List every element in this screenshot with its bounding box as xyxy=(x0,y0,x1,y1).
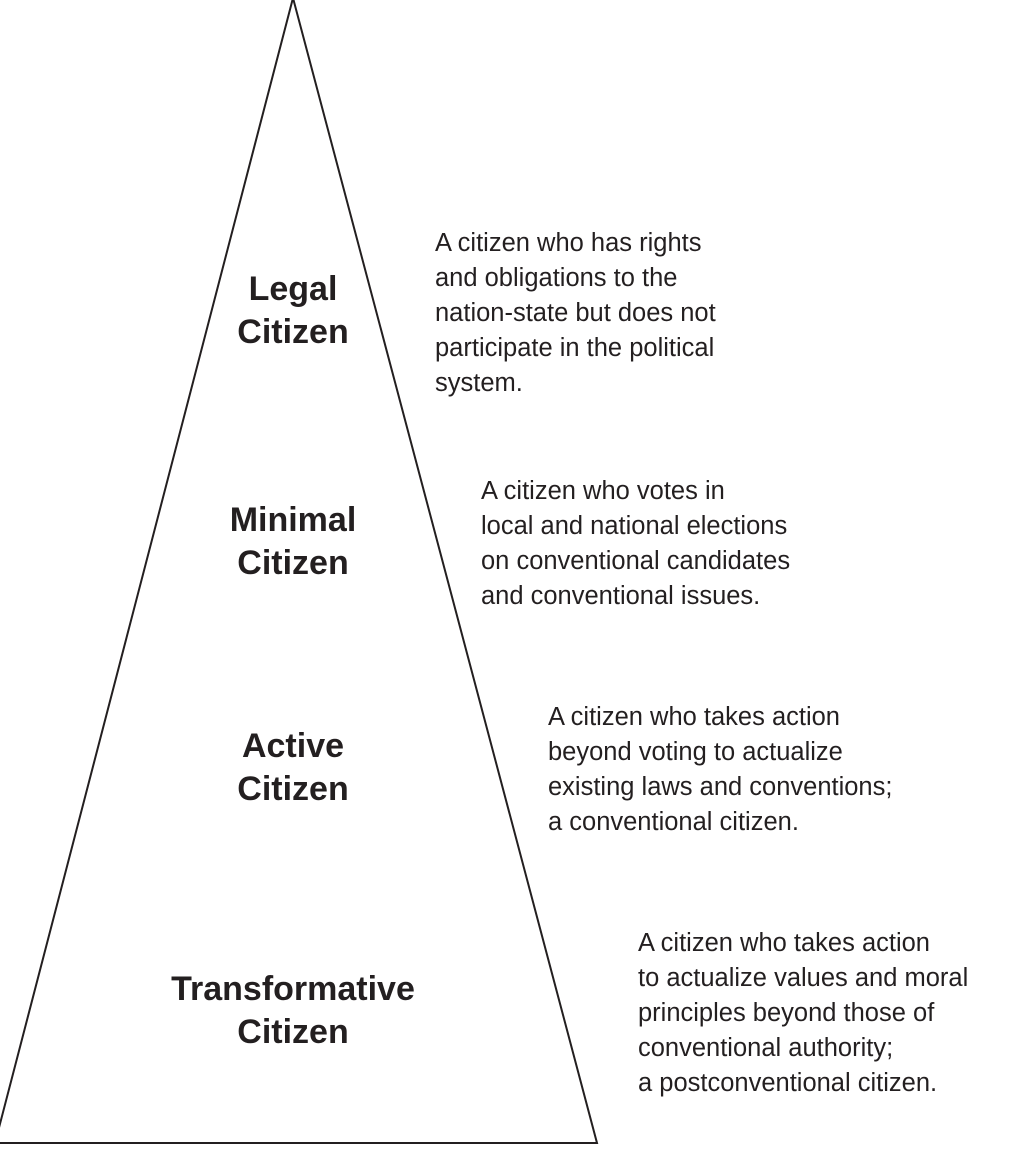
description-transformative-citizen: A citizen who takes action to actualize … xyxy=(638,926,968,1101)
description-line: conventional authority; xyxy=(638,1034,894,1062)
level-name-line: Transformative xyxy=(171,970,415,1008)
description-line: and obligations to the xyxy=(435,264,678,292)
description-line: A citizen who has rights xyxy=(435,229,702,257)
description-legal-citizen: A citizen who has rights and obligations… xyxy=(435,226,716,401)
level-name-line: Citizen xyxy=(237,313,349,351)
description-line: local and national elections xyxy=(481,512,788,540)
description-line: participate in the political xyxy=(435,334,715,362)
description-line: A citizen who takes action xyxy=(638,929,930,957)
description-line: nation-state but does not xyxy=(435,299,716,327)
description-line: principles beyond those of xyxy=(638,999,935,1027)
description-line: existing laws and conventions; xyxy=(548,773,893,801)
description-line: A citizen who takes action xyxy=(548,703,840,731)
level-name-line: Citizen xyxy=(237,1013,349,1051)
level-name-line: Active xyxy=(241,727,345,765)
level-label-active-citizen: Active Citizen xyxy=(143,725,443,811)
level-name-line: Minimal xyxy=(229,501,357,539)
description-line: a postconventional citizen. xyxy=(638,1069,938,1097)
description-line: a conventional citizen. xyxy=(548,808,799,836)
description-line: beyond voting to actualize xyxy=(548,738,843,766)
level-name-line: Legal xyxy=(248,270,338,308)
level-label-minimal-citizen: Minimal Citizen xyxy=(143,499,443,585)
description-line: to actualize values and moral xyxy=(638,964,969,992)
level-name-line: Citizen xyxy=(237,770,349,808)
description-line: and conventional issues. xyxy=(481,582,761,610)
level-name-line: Citizen xyxy=(237,544,349,582)
description-line: system. xyxy=(435,369,523,397)
description-minimal-citizen: A citizen who votes in local and nationa… xyxy=(481,474,790,614)
description-line: on conventional candidates xyxy=(481,547,791,575)
description-active-citizen: A citizen who takes action beyond voting… xyxy=(548,700,892,840)
description-line: A citizen who votes in xyxy=(481,477,725,505)
pyramid-outline xyxy=(0,0,599,1144)
level-label-transformative-citizen: Transformative Citizen xyxy=(143,968,443,1054)
level-label-legal-citizen: Legal Citizen xyxy=(143,268,443,354)
